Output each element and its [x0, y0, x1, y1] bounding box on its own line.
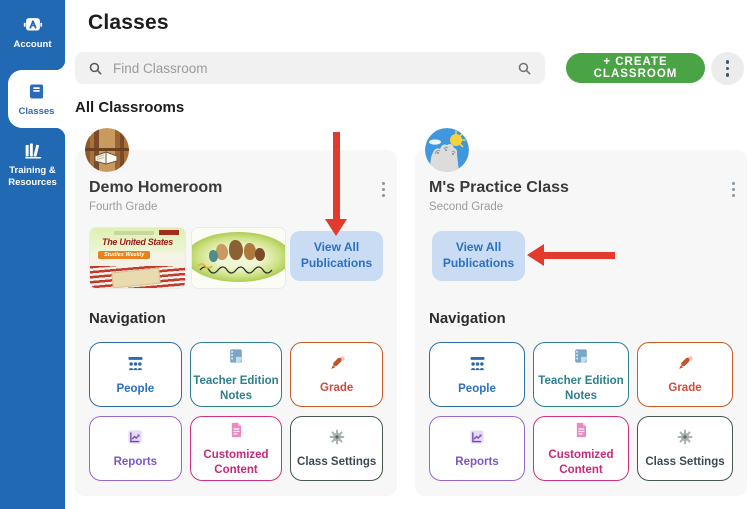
kebab-icon	[725, 60, 730, 77]
more-options-button[interactable]	[711, 52, 744, 85]
pencil-icon	[327, 353, 347, 378]
card-menu-button[interactable]	[380, 180, 387, 199]
gear-icon	[327, 427, 347, 452]
classroom-card-demo-homeroom: Demo Homeroom Fourth Grade The United St…	[75, 128, 397, 496]
chart-icon	[467, 427, 487, 452]
publication-thumbnail-world-history[interactable]	[192, 228, 285, 288]
note-icon	[226, 346, 246, 371]
create-classroom-button[interactable]: + CREATE CLASSROOM	[566, 53, 705, 83]
people-button[interactable]: People	[89, 342, 182, 407]
page-title: Classes	[88, 11, 169, 34]
view-all-publications-button[interactable]: View All Publications	[432, 231, 525, 281]
sidebar-item-label: Classes	[18, 105, 55, 117]
pencil-icon	[675, 353, 695, 378]
teacher-edition-notes-button[interactable]: Teacher Edition Notes	[189, 342, 283, 407]
navigation-grid: People Teacher Edition Notes	[89, 342, 383, 481]
classroom-card-ms-practice-class: M's Practice Class Second Grade View All…	[415, 128, 747, 496]
people-icon	[125, 353, 146, 379]
sidebar-item-label: Account	[13, 39, 52, 50]
publication-subtitle: Studies Weekly	[98, 251, 151, 259]
classroom-search-bar	[75, 52, 545, 84]
grade-button[interactable]: Grade	[290, 342, 383, 407]
class-settings-button[interactable]: Class Settings	[637, 416, 733, 481]
classroom-grade: Fourth Grade	[89, 201, 158, 213]
classes-book-icon	[26, 81, 48, 103]
section-title: All Classrooms	[75, 99, 185, 116]
sidebar-item-label: Training & Resources	[8, 165, 57, 188]
gear-icon	[675, 427, 695, 452]
annotation-arrow-left	[527, 244, 615, 266]
note-icon	[571, 346, 591, 371]
customized-content-button[interactable]: Customized Content	[189, 416, 283, 481]
view-all-publications-button[interactable]: View All Publications	[290, 231, 383, 281]
document-icon	[226, 420, 246, 445]
annotation-arrow-down	[325, 132, 348, 236]
classroom-name: Demo Homeroom	[89, 179, 223, 196]
account-icon	[22, 14, 44, 36]
sidebar-item-training-resources[interactable]: Training & Resources	[0, 140, 65, 198]
document-icon	[571, 420, 591, 445]
search-icon	[87, 60, 104, 77]
teacher-edition-notes-button[interactable]: Teacher Edition Notes	[533, 342, 629, 407]
sidebar-item-classes[interactable]: Classes	[8, 60, 65, 138]
sidebar-item-account[interactable]: Account	[0, 14, 65, 60]
search-input[interactable]	[113, 60, 507, 76]
sidebar: Account Classes Training	[0, 0, 65, 509]
card-menu-button[interactable]	[730, 180, 737, 199]
class-settings-button[interactable]: Class Settings	[290, 416, 383, 481]
classroom-avatar-books	[85, 128, 129, 172]
customized-content-button[interactable]: Customized Content	[533, 416, 629, 481]
chart-icon	[125, 427, 145, 452]
script-text-art	[197, 263, 273, 274]
people-button[interactable]: People	[429, 342, 525, 407]
classroom-avatar-rushmore	[425, 128, 469, 172]
publication-title: The United States	[102, 237, 173, 247]
navigation-heading: Navigation	[429, 310, 506, 327]
grade-button[interactable]: Grade	[637, 342, 733, 407]
reports-button[interactable]: Reports	[429, 416, 525, 481]
classroom-grade: Second Grade	[429, 201, 504, 213]
people-icon	[467, 353, 488, 379]
classroom-name: M's Practice Class	[429, 179, 569, 196]
navigation-grid: People Teacher Edition Notes	[429, 342, 733, 481]
navigation-heading: Navigation	[89, 310, 166, 327]
search-submit-icon[interactable]	[516, 60, 533, 77]
training-books-icon	[22, 140, 44, 162]
reports-button[interactable]: Reports	[89, 416, 182, 481]
publication-thumbnail-united-states[interactable]: The United States Studies Weekly	[90, 228, 185, 288]
